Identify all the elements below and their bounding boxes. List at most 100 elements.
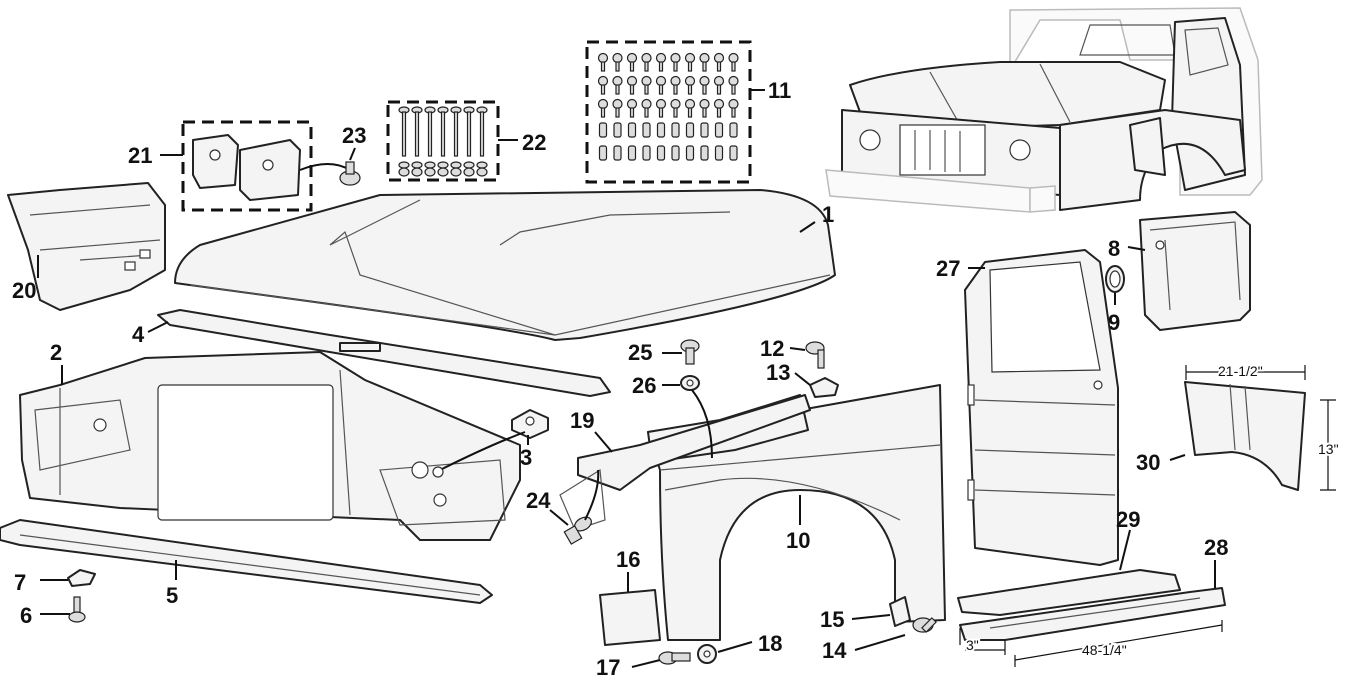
- kit-bolt: [729, 122, 738, 138]
- callout-8: 8: [1108, 236, 1120, 261]
- kit-bolt: [729, 145, 738, 161]
- fender-apron: [559, 394, 811, 531]
- kit-bolt: [714, 145, 724, 161]
- kit-bolt: [655, 52, 667, 72]
- callout-19: 19: [570, 408, 594, 433]
- dim-cab-corner-height: 13": [1318, 441, 1339, 457]
- callout-2: 2: [50, 340, 62, 365]
- kit-bolt: [685, 122, 695, 138]
- sill-plate: [957, 569, 1181, 616]
- bolt-12: [805, 341, 825, 369]
- kit-bolt: [463, 106, 475, 177]
- kit-bolt: [670, 52, 681, 72]
- clip-13: [809, 377, 839, 398]
- kit-bolt: [670, 98, 681, 118]
- kit-bolt: [612, 98, 623, 118]
- kit-bolt: [670, 75, 681, 95]
- kit-bolt: [684, 52, 696, 72]
- kit-bolt: [626, 52, 638, 72]
- callout-3: 3: [520, 445, 532, 470]
- callout-15: 15: [820, 607, 844, 632]
- bolt-24: [563, 469, 600, 545]
- callout-26: 26: [632, 373, 656, 398]
- truck-overview-illustration: [825, 7, 1263, 213]
- rocker-panel: [959, 587, 1226, 641]
- callout-21: 21: [128, 143, 152, 168]
- kit-bolt: [627, 122, 637, 138]
- kit-bolt: [714, 122, 724, 138]
- kit-bolt: [641, 98, 652, 118]
- clip-7: [67, 569, 96, 587]
- kit-bolt: [626, 98, 638, 118]
- cowl-side-panel: [1139, 211, 1251, 331]
- clip-nut-3: [432, 409, 549, 478]
- kit-bolt: [671, 122, 680, 138]
- lower-valance: [0, 519, 493, 604]
- hood: [174, 189, 836, 341]
- bolt-14: [912, 617, 937, 633]
- callout-28: 28: [1204, 535, 1228, 560]
- callout-30: 30: [1136, 450, 1160, 475]
- callout-22: 22: [522, 130, 546, 155]
- callout-6: 6: [20, 603, 32, 628]
- callout-20: 20: [12, 278, 36, 303]
- callout-29: 29: [1116, 507, 1140, 532]
- kit-bolt: [597, 75, 609, 95]
- leader-lines: [37, 89, 1216, 668]
- kit-bolt: [700, 122, 709, 138]
- kit-bolt: [612, 75, 623, 95]
- kit-bolt: [728, 98, 739, 118]
- callout-4: 4: [132, 322, 145, 347]
- kit-bolt: [713, 52, 725, 72]
- callout-labels: 1 2 3 4 5 6 7 8 9 10 11 12 13 14 15 16 1…: [12, 78, 1228, 680]
- bolt-6: [68, 596, 86, 623]
- kit-bolt: [656, 122, 666, 138]
- callout-16: 16: [616, 547, 640, 572]
- kit-bolt: [699, 75, 710, 95]
- callout-9: 9: [1108, 310, 1120, 335]
- kit-bolt: [597, 98, 609, 118]
- cab-corner: [1184, 381, 1306, 491]
- dimension-labels: 21-1/2" 13" 48-1/4" 3": [964, 361, 1341, 660]
- bolt-17: [658, 651, 691, 665]
- kit-bolt: [612, 52, 623, 72]
- kit-bolt: [684, 98, 696, 118]
- kit-bolt: [685, 145, 695, 161]
- kit-bolt: [641, 75, 652, 95]
- kit-bolt: [642, 122, 651, 138]
- dim-rocker-width: 3": [966, 637, 979, 653]
- upper-support-bar: [157, 309, 611, 397]
- kit-bolt: [713, 98, 725, 118]
- kit-bolt: [641, 52, 652, 72]
- kit-bolt: [613, 122, 622, 138]
- cowl-bracket: [7, 182, 166, 311]
- kit-bolt: [627, 145, 637, 161]
- kit-bolt: [655, 75, 667, 95]
- callout-14: 14: [822, 638, 847, 663]
- callout-5: 5: [166, 583, 178, 608]
- callout-7: 7: [14, 570, 26, 595]
- kit-bolt: [398, 106, 410, 177]
- kit-bolt: [613, 145, 622, 161]
- kit-bolt: [642, 145, 651, 161]
- bolt-kit-11: [585, 40, 752, 184]
- clip-15: [889, 596, 911, 627]
- kit-bolt: [476, 106, 488, 177]
- kit-bolt: [728, 52, 739, 72]
- dim-rocker-length: 48-1/4": [1082, 642, 1127, 658]
- callout-18: 18: [758, 631, 782, 656]
- splash-shield: [599, 589, 661, 646]
- callout-17: 17: [596, 655, 620, 680]
- kit-bolt: [598, 122, 608, 138]
- kit-bolt: [728, 75, 739, 95]
- callout-13: 13: [766, 360, 790, 385]
- kit-bolt: [655, 98, 667, 118]
- washer-18: [697, 644, 717, 664]
- callout-27: 27: [936, 256, 960, 281]
- callout-1: 1: [822, 202, 834, 227]
- kit-bolt: [713, 75, 725, 95]
- kit-bolt: [671, 145, 680, 161]
- callout-24: 24: [526, 488, 551, 513]
- door-shell: [964, 249, 1119, 566]
- dim-cab-corner-width: 21-1/2": [1218, 363, 1263, 379]
